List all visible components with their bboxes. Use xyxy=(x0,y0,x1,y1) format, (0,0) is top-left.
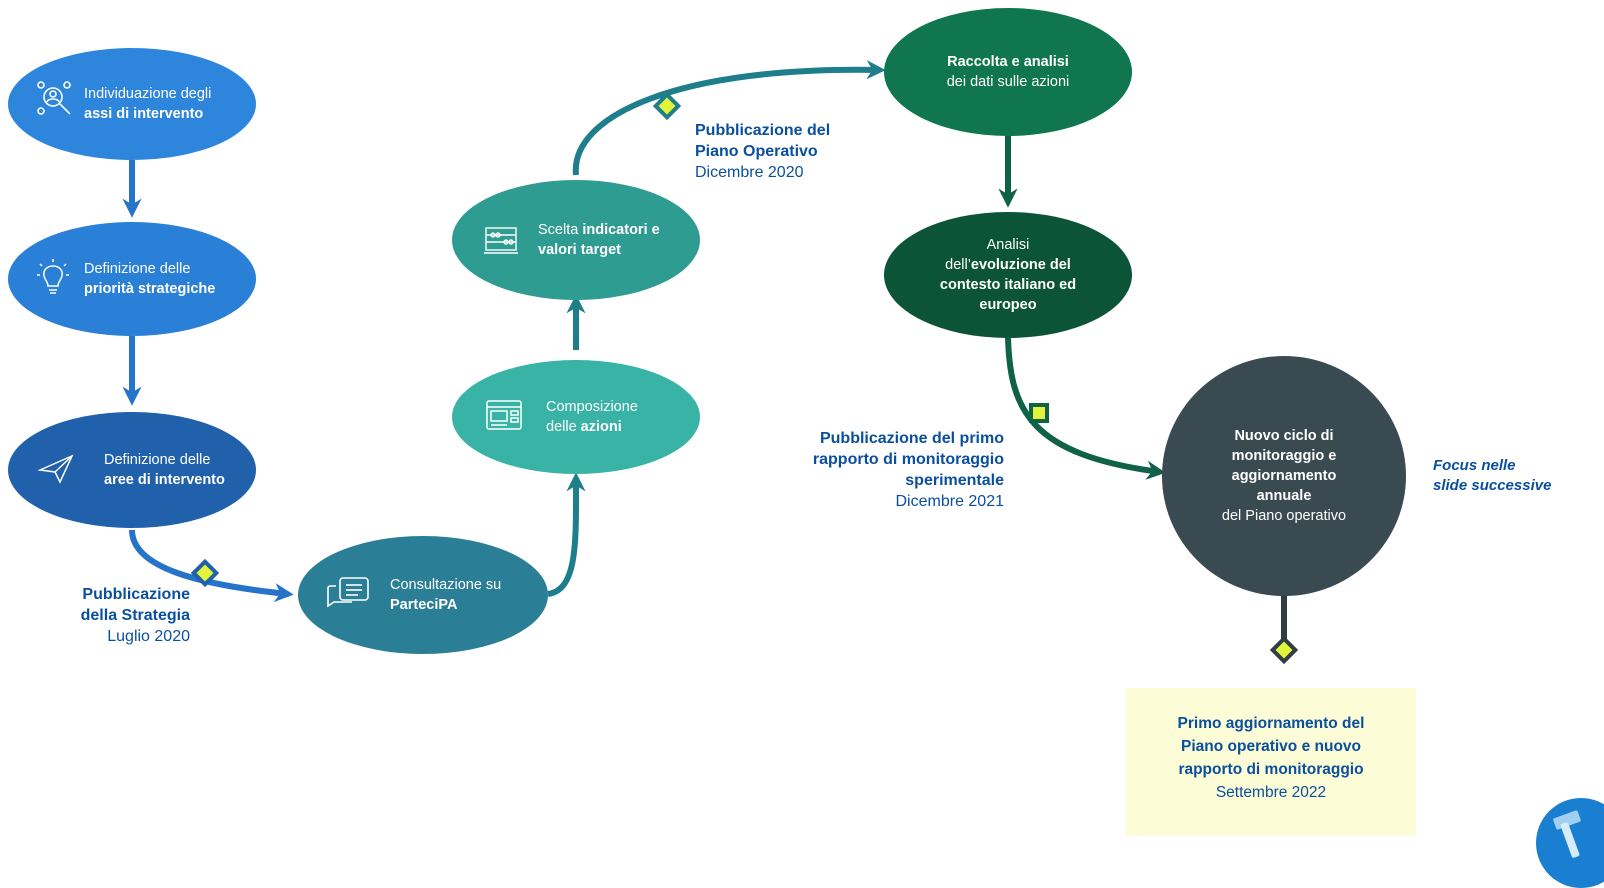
milestone-diamond-2 xyxy=(652,91,682,121)
node-3-pre: Definizione delle xyxy=(104,452,211,468)
paper-plane-icon xyxy=(37,454,74,489)
node-9-post: del Piano operativo xyxy=(1221,508,1347,524)
node-4-pre: Consultazione su xyxy=(390,577,502,593)
milestone-1-title1: Pubblicazione xyxy=(82,586,190,603)
hammer-badge xyxy=(1536,798,1604,888)
node-composizione-azioni: Composizione delle azioni xyxy=(452,360,700,474)
node-1-bold: assi di intervento xyxy=(84,106,204,122)
node-2-pre: Definizione delle xyxy=(84,261,191,277)
focus-note-line2: slide successive xyxy=(1433,477,1552,494)
milestone-2-date: Dicembre 2020 xyxy=(695,164,804,181)
node-8-pre2: dell’ xyxy=(945,257,971,273)
node-indicatori-target: Scelta indicatori e valori target xyxy=(452,180,700,300)
node-7-bold: Raccolta e analisi xyxy=(947,54,1069,70)
milestone-diamond-1 xyxy=(190,558,220,588)
final-box-date: Settembre 2022 xyxy=(1215,784,1327,801)
node-consultazione-partecipa: Consultazione su ParteciPA xyxy=(298,536,548,654)
chat-bubbles-icon xyxy=(326,576,370,619)
node-9-bold: Nuovo ciclo di xyxy=(1234,428,1334,444)
node-8-bold2: contesto italiano ed xyxy=(939,277,1077,293)
hammer-icon xyxy=(1553,810,1581,858)
node-8-bold: evoluzione del xyxy=(970,257,1071,273)
milestone-3-title2: rapporto di monitoraggio xyxy=(812,451,1004,468)
focus-note-line1: Focus nelle xyxy=(1433,457,1516,474)
arrow-n8-n9 xyxy=(1005,336,1166,480)
milestone-piano-operativo: Pubblicazione del Piano Operativo Dicemb… xyxy=(695,120,895,183)
node-6-pre: Scelta xyxy=(538,222,583,238)
node-1-pre: Individuazione degli xyxy=(84,86,212,102)
node-assi-intervento: Individuazione degli assi di intervento xyxy=(8,48,256,160)
abacus-icon xyxy=(484,226,518,259)
focus-note: Focus nelle slide successive xyxy=(1433,456,1551,496)
final-box-line2: Piano operativo e nuovo xyxy=(1181,738,1361,755)
arrow-n4-n5 xyxy=(547,472,586,597)
node-9-bold3: aggiornamento xyxy=(1231,468,1337,484)
milestone-diamond-final xyxy=(1269,635,1299,665)
node-3-bold: aree di intervento xyxy=(104,472,225,488)
node-5-bold: azioni xyxy=(580,419,622,435)
milestone-diamond-3 xyxy=(1029,403,1049,423)
people-search-icon xyxy=(36,80,74,123)
final-box-line1: Primo aggiornamento del xyxy=(1177,715,1365,732)
node-8-pre: Analisi xyxy=(986,237,1030,253)
node-raccolta-analisi: Raccolta e analisi dei dati sulle azioni xyxy=(884,8,1132,136)
final-update-box: Primo aggiornamento del Piano operativo … xyxy=(1126,688,1416,836)
milestone-2-title1: Pubblicazione del xyxy=(695,122,831,139)
milestone-strategia: Pubblicazione della Strategia Luglio 202… xyxy=(20,584,190,647)
milestone-1-title2: della Strategia xyxy=(80,607,190,624)
node-5-pre2: delle xyxy=(546,419,581,435)
node-6-bold2: valori target xyxy=(538,242,621,258)
node-evoluzione-contesto: Analisi dell’evoluzione del contesto ita… xyxy=(884,212,1132,338)
node-5-pre: Composizione xyxy=(546,399,638,415)
milestone-1-date: Luglio 2020 xyxy=(107,628,190,645)
milestone-3-date: Dicembre 2021 xyxy=(895,493,1005,510)
flow-connectors xyxy=(122,60,1299,665)
lightbulb-icon xyxy=(36,258,70,301)
node-9-bold4: annuale xyxy=(1256,488,1312,504)
node-aree-intervento: Definizione delle aree di intervento xyxy=(8,412,256,528)
node-8-bold3: europeo xyxy=(979,297,1037,313)
arrow-n6-n7 xyxy=(572,60,886,176)
final-box-line3: rapporto di monitoraggio xyxy=(1178,761,1364,778)
node-7-post: dei dati sulle azioni xyxy=(946,74,1070,90)
milestone-3-title3: sperimentale xyxy=(905,472,1004,489)
node-6-bold: indicatori e xyxy=(582,222,660,238)
milestone-2-title2: Piano Operativo xyxy=(695,143,818,160)
node-2-bold: priorità strategiche xyxy=(84,281,216,297)
arrow-n3-n4 xyxy=(129,529,294,603)
milestone-rapporto-monitoraggio: Pubblicazione del primo rapporto di moni… xyxy=(740,428,1004,512)
milestone-3-title1: Pubblicazione del primo xyxy=(819,430,1004,447)
node-nuovo-ciclo: Nuovo ciclo di monitoraggio e aggiorname… xyxy=(1162,356,1406,596)
node-priorita-strategiche: Definizione delle priorità strategiche xyxy=(8,222,256,336)
node-4-bold: ParteciPA xyxy=(390,597,458,613)
window-panel-icon xyxy=(486,400,522,435)
node-9-bold2: monitoraggio e xyxy=(1231,448,1337,464)
